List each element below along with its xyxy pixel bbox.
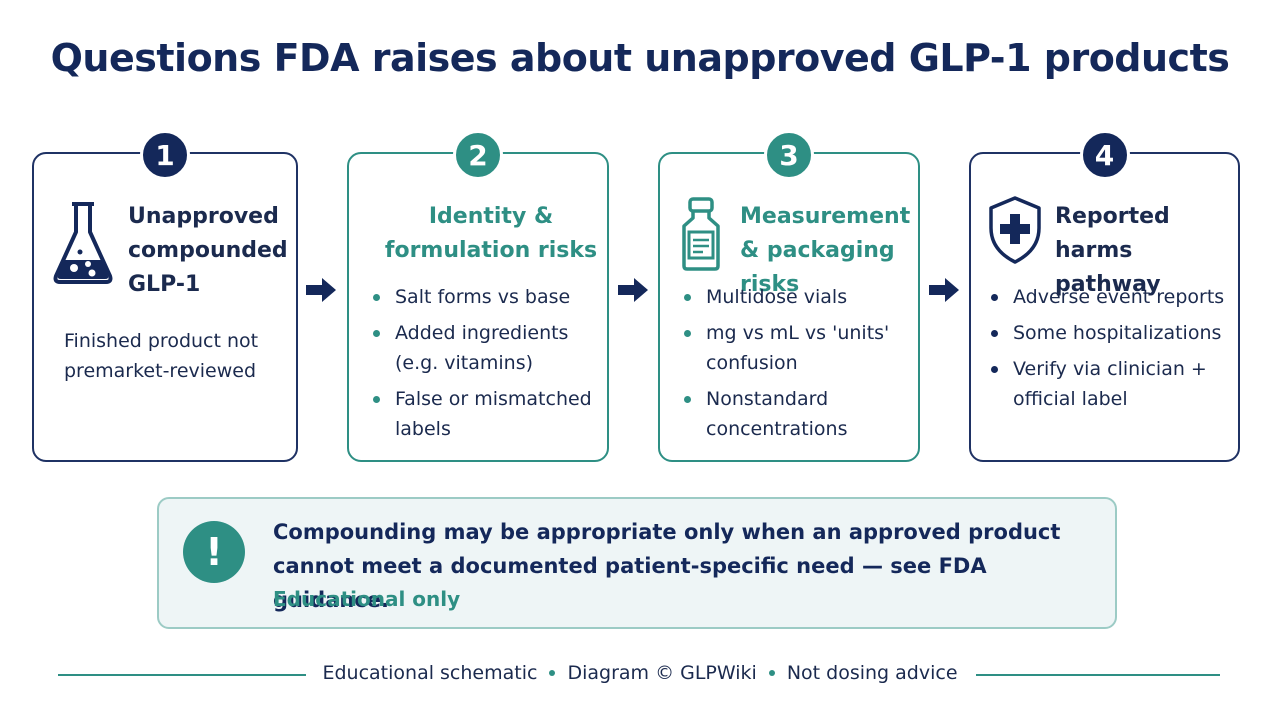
footer-item: Not dosing advice (786, 662, 958, 684)
note-text: Compounding may be appropriate only when… (273, 520, 1061, 612)
note-box: ! Compounding may be appropriate only wh… (157, 497, 1117, 629)
card-title: Reported harms pathway (1055, 204, 1170, 297)
card-description: Finished product not premarket-reviewed (64, 330, 259, 382)
list-item: Multidose vials (680, 282, 912, 312)
list-item: mg vs mL vs 'units' confusion (680, 318, 912, 378)
separator-dot (549, 670, 556, 676)
card-title: Unapproved compounded GLP-1 (128, 204, 288, 297)
page-title: Questions FDA raises about unapproved GL… (50, 36, 1230, 80)
footer-item: Diagram © GLPWiki (567, 662, 757, 684)
flask-icon (50, 198, 116, 292)
step-number-badge: 3 (764, 130, 814, 180)
arrow-right-icon (306, 278, 336, 302)
step-card-3: 3 Measurement & packaging risks Multidos… (658, 130, 920, 462)
step-card-2: 2 Identity & formulation risks Salt form… (347, 130, 609, 462)
step-number-badge: 2 (453, 130, 503, 180)
vial-icon (678, 196, 724, 276)
list-item: Salt forms vs base (369, 282, 601, 312)
shield-cross-icon (985, 194, 1045, 270)
bullet-list: Adverse event reports Some hospitalizati… (987, 282, 1231, 420)
card-title: Measurement & packaging risks (740, 204, 911, 297)
exclamation-icon: ! (183, 521, 245, 583)
separator-dot (768, 670, 775, 676)
list-item: False or mismatched labels (369, 384, 601, 444)
footer-divider (976, 674, 1220, 676)
list-item: Adverse event reports (987, 282, 1231, 312)
footer-divider (58, 674, 306, 676)
step-number-badge: 1 (140, 130, 190, 180)
bullet-list: Salt forms vs base Added ingredients (e.… (369, 282, 601, 450)
arrow-right-icon (929, 278, 959, 302)
card-title: Identity & formulation risks (384, 204, 598, 263)
list-item: Verify via clinician + official label (987, 354, 1231, 414)
bullet-list: Multidose vials mg vs mL vs 'units' conf… (680, 282, 912, 450)
footer: Educational schematic Diagram © GLPWiki … (320, 662, 960, 684)
list-item: Added ingredients (e.g. vitamins) (369, 318, 601, 378)
arrow-right-icon (618, 278, 648, 302)
footer-item: Educational schematic (322, 662, 538, 684)
step-card-4: 4 Reported harms pathway Adverse event r… (969, 130, 1240, 462)
step-card-1: 1 Unapproved compounded GLP-1 Finished p… (32, 130, 298, 462)
step-number-badge: 4 (1079, 130, 1130, 180)
list-item: Nonstandard concentrations (680, 384, 912, 444)
note-tag: Educational only (273, 587, 461, 611)
list-item: Some hospitalizations (987, 318, 1231, 348)
